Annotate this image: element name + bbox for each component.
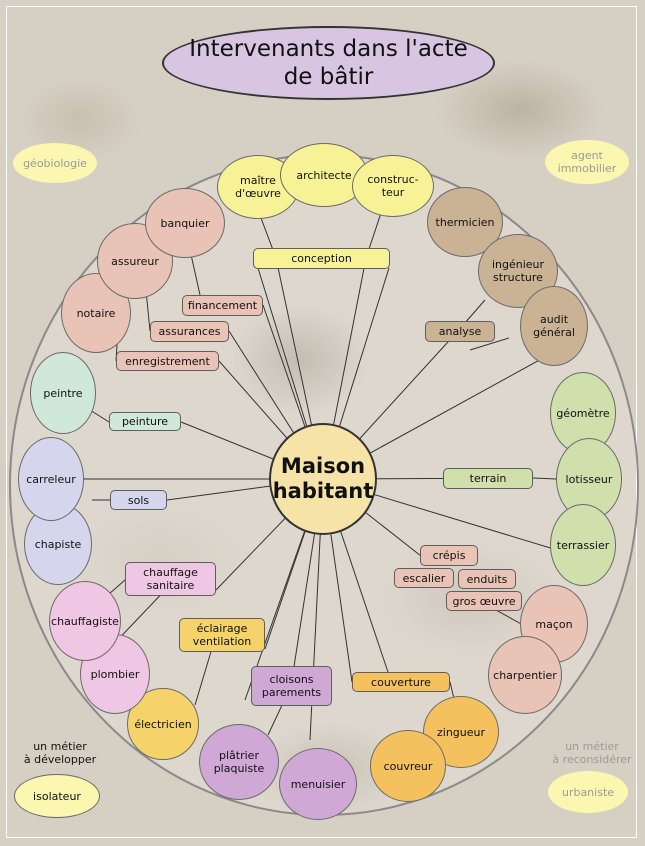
trade-banquier: banquier — [145, 188, 225, 258]
task-peinture: peinture — [109, 412, 181, 431]
center-node-maison-habitant: Maison habitant — [269, 423, 377, 535]
trade-assureur: assureur — [97, 223, 173, 299]
trade-carreleur: carreleur — [18, 437, 84, 521]
outer-agent-immobilier: agent immobilier — [545, 140, 629, 184]
page-frame — [6, 6, 637, 838]
connector-line — [89, 409, 110, 423]
trade-terrassier: terrassier — [550, 504, 616, 586]
task-conception: conception — [253, 248, 390, 269]
task-crepis: crépis — [420, 545, 478, 566]
task-escalier: escalier — [394, 568, 454, 588]
task-terrain: terrain — [443, 468, 533, 489]
task-analyse: analyse — [425, 321, 495, 342]
note-metier-a-developper: un métier à développer — [23, 740, 97, 766]
outer-geobiologie: géobiologie — [13, 143, 97, 183]
task-enregistrement: enregistrement — [116, 351, 219, 371]
trade-couvreur: couvreur — [370, 730, 446, 802]
trade-peintre: peintre — [30, 352, 96, 434]
trade-constructeur: construc- teur — [352, 155, 434, 217]
note-metier-a-reconsiderer: un métier à reconsidérer — [552, 740, 632, 766]
task-sols: sols — [110, 490, 167, 510]
outer-urbaniste: urbaniste — [548, 771, 628, 813]
connector-line — [532, 477, 557, 480]
task-gros-oeuvre: gros œuvre — [446, 591, 522, 611]
task-financement: financement — [182, 295, 263, 316]
trade-chauffagiste: chauffagiste — [49, 581, 121, 661]
connector-line — [469, 337, 510, 351]
trade-charpentier: charpentier — [488, 636, 562, 714]
trade-audit-general: audit général — [520, 286, 588, 366]
task-couverture: couverture — [352, 672, 450, 692]
diagram-title: Intervenants dans l'acte de bâtir — [162, 26, 495, 100]
trade-ingenieur-structure: ingénieur structure — [478, 234, 558, 308]
task-enduits: enduits — [458, 569, 516, 589]
trade-chapiste: chapiste — [24, 503, 92, 585]
task-eclairage-ventilation: éclairage ventilation — [179, 618, 265, 652]
task-assurances: assurances — [150, 321, 229, 342]
task-chauffage-sanitaire: chauffage sanitaire — [125, 562, 216, 596]
trade-zingueur: zingueur — [423, 696, 499, 768]
trade-platrier-plaquiste: plâtrier plaquiste — [199, 724, 279, 800]
task-cloisons-parements: cloisons parements — [251, 666, 332, 706]
outer-isolateur: isolateur — [14, 774, 100, 818]
trade-menuisier: menuisier — [279, 748, 357, 820]
